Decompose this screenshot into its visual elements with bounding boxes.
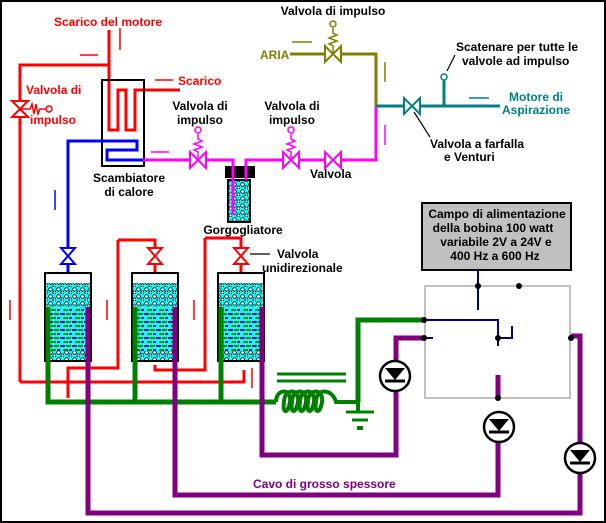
valve-plain[interactable] xyxy=(324,149,342,171)
label-check-valve-1: Valvola xyxy=(277,247,319,261)
check-valve-cell2[interactable] xyxy=(145,247,165,265)
label-bubbler: Gorgogliatore xyxy=(203,223,283,237)
heavy-cable xyxy=(85,307,583,516)
cell-1 xyxy=(44,272,92,362)
label-impulse-valve-left-1: Valvola di xyxy=(26,83,81,97)
heat-exchanger xyxy=(101,79,145,167)
label-psu-2: della bobina 100 watt xyxy=(433,221,554,235)
label-impulse-valve-left-2: impulso xyxy=(30,113,76,127)
power-supply-box xyxy=(421,202,572,271)
air-lines xyxy=(290,52,378,106)
label-air: ARIA xyxy=(260,48,290,62)
label-valve: Valvola xyxy=(310,167,352,181)
butterfly-valve[interactable] xyxy=(403,95,421,117)
trigger-leader xyxy=(446,54,456,72)
label-check-valve-2: unidirezionale xyxy=(262,261,343,275)
label-psu-1: Campo di alimentazione xyxy=(428,207,566,221)
label-psu-3: variabile 2V a 24V e xyxy=(440,235,552,249)
bubbler xyxy=(225,166,255,223)
choke-inductor xyxy=(274,372,358,413)
butterfly-leader xyxy=(413,111,431,138)
label-intake-1: Motore di xyxy=(509,90,563,104)
junction-dots xyxy=(421,283,574,401)
label-butterfly-2: e Venturi xyxy=(444,150,495,164)
label-heat-exchanger-2: di calore xyxy=(104,185,154,199)
diode-2 xyxy=(482,410,516,444)
intake-lines xyxy=(376,80,500,108)
label-cable: Cavo di grosso spessore xyxy=(253,477,396,491)
label-trigger-1: Scatenare per tutte le xyxy=(456,40,578,54)
impulse-valve-b[interactable] xyxy=(282,126,300,171)
exhaust-arrows xyxy=(9,28,253,388)
water-valve[interactable] xyxy=(58,247,78,265)
coil-network xyxy=(424,270,513,346)
impulse-valve-left[interactable] xyxy=(9,100,53,118)
label-impulse-valve-b-1: Valvola di xyxy=(264,99,319,113)
diode-3 xyxy=(563,441,597,475)
label-trigger-2: valvole ad impulso xyxy=(462,54,569,68)
label-intake-2: Aspirazione xyxy=(502,103,570,117)
label-air-impulse-valve: Valvola di impulso xyxy=(281,4,386,18)
label-exhaust-out: Scarico xyxy=(178,74,221,88)
impulse-valve-a[interactable] xyxy=(189,126,207,171)
cell-3 xyxy=(217,272,265,362)
label-psu-4: 400 Hz a 600 Hz xyxy=(450,249,539,263)
water-lines xyxy=(66,139,143,272)
ground-icon xyxy=(346,402,374,430)
label-impulse-valve-b-2: impulso xyxy=(269,113,315,127)
air-impulse-valve[interactable] xyxy=(324,20,342,65)
cell-2 xyxy=(131,272,179,362)
diode-1 xyxy=(378,359,412,393)
label-engine-exhaust: Scarico del motore xyxy=(54,15,162,29)
label-butterfly-1: Valvola a farfalla xyxy=(430,137,524,151)
vapor-arrows xyxy=(151,125,386,153)
label-impulse-valve-a-2: impulso xyxy=(177,113,223,127)
check-valve-cell3[interactable] xyxy=(231,247,251,265)
label-heat-exchanger-1: Scambiatore xyxy=(93,171,165,185)
trigger-icon[interactable] xyxy=(440,73,448,81)
label-impulse-valve-a-1: Valvola di xyxy=(172,99,227,113)
ground-bus xyxy=(45,307,424,405)
